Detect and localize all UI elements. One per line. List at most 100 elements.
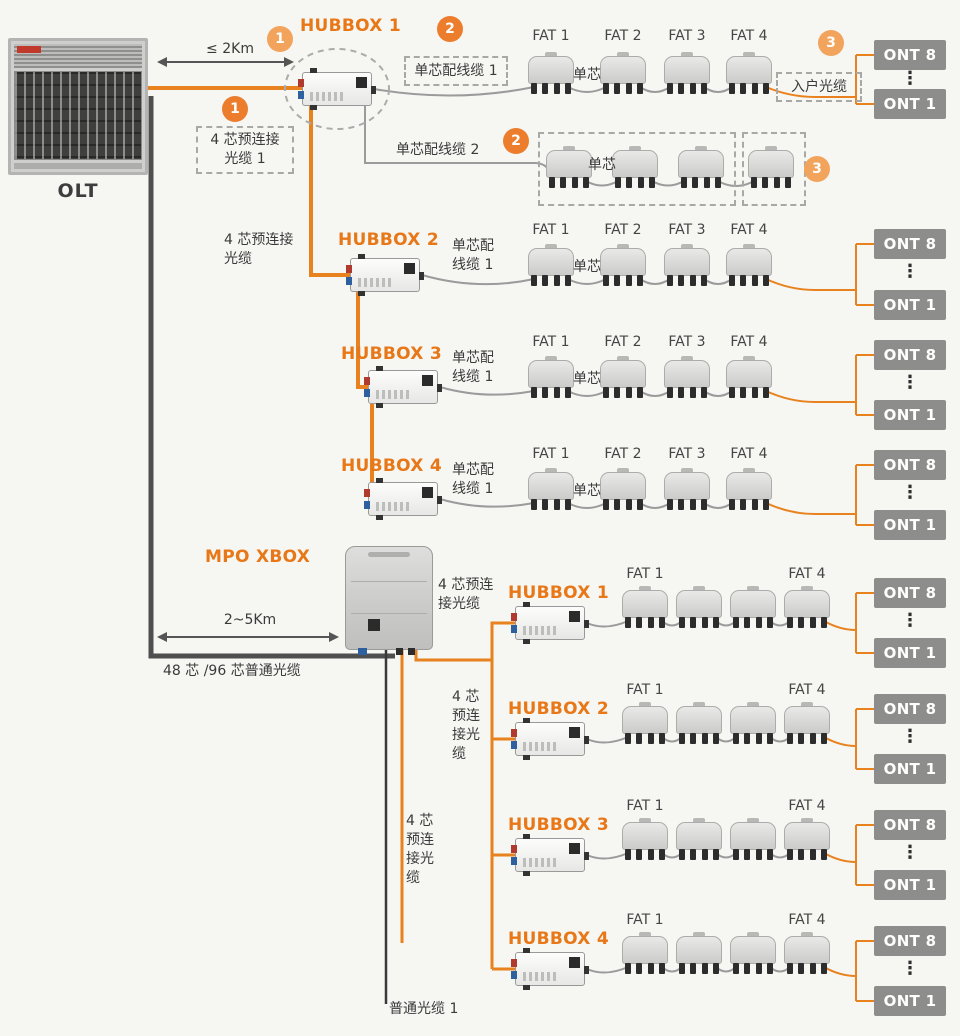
cable2-label: 单芯配线缆 2: [396, 142, 480, 158]
fat-dome: [528, 248, 574, 276]
port-top: [376, 478, 383, 483]
fat-cap: [743, 244, 755, 249]
fat-cap: [681, 52, 693, 57]
fat-dome: [622, 590, 668, 618]
qr-code: [569, 727, 580, 738]
chain-row1: [373, 86, 733, 97]
fat-ports: [729, 499, 769, 510]
ont-box-bottom: ONT 1: [874, 986, 946, 1016]
fat-dome: [664, 56, 710, 84]
fat-dome: [676, 590, 722, 618]
fat-dome: [784, 590, 830, 618]
fat-cap: [563, 146, 575, 151]
fat-cap: [545, 468, 557, 473]
fat-cap: [617, 468, 629, 473]
fat-dome: [664, 360, 710, 388]
ont-bracket-row1: [765, 54, 874, 105]
fat-dome: [528, 56, 574, 84]
fat-cap: [743, 52, 755, 57]
port-bottom: [523, 639, 530, 644]
chain-lower4: [586, 966, 791, 974]
fat-device: [730, 702, 776, 744]
fat-ports: [603, 387, 643, 398]
ont-bracket-lower2: [823, 708, 874, 770]
step-badge-1: 1: [267, 26, 293, 52]
fat-dome: [676, 936, 722, 964]
fat-device: [622, 586, 668, 628]
fat-cap: [681, 468, 693, 473]
ont-bracket-lower4: [823, 940, 874, 1002]
ont-bracket-row3: [765, 354, 874, 416]
ont-box-bottom: ONT 1: [874, 754, 946, 784]
mpo-xbox-title: MPO XBOX: [205, 547, 311, 567]
fat-label: FAT 1: [532, 28, 570, 44]
port-red: [511, 845, 517, 853]
hubbox-title: HUBBOX 4: [341, 456, 443, 476]
fat-device: [664, 52, 710, 94]
port-blue: [346, 277, 352, 285]
fat-ports: [681, 177, 721, 188]
fat-ports: [679, 733, 719, 744]
fat-cap: [693, 586, 705, 591]
fat-cap: [743, 468, 755, 473]
port-red: [364, 377, 370, 385]
fat-device: [600, 52, 646, 94]
fat-label: FAT 1: [532, 446, 570, 462]
ont-bracket-lower3: [823, 824, 874, 886]
fat-ports: [625, 617, 665, 628]
xbox-seam: [351, 613, 427, 614]
ont-ellipsis: ⋮: [901, 841, 919, 863]
fat-ports: [729, 83, 769, 94]
port-right: [584, 852, 589, 860]
fat-dome: [726, 360, 772, 388]
port-dark: [396, 648, 403, 655]
fat-device: [726, 356, 772, 398]
port-top: [358, 254, 365, 259]
fat-device: [546, 146, 592, 188]
hubbox-title: HUBBOX 4: [508, 929, 610, 949]
port-right: [419, 272, 424, 280]
port-slots: [523, 742, 559, 751]
fat-label: FAT 3: [668, 28, 706, 44]
fat-dome: [664, 248, 710, 276]
fat-ports: [679, 617, 719, 628]
fat-label: FAT 3: [668, 334, 706, 350]
ont-box-top: ONT 8: [874, 340, 946, 370]
fat-cap: [639, 818, 651, 823]
ont-box-top: ONT 8: [874, 229, 946, 259]
fat-device: [622, 932, 668, 974]
olt-brand-tag: [17, 46, 41, 53]
fat-dome: [730, 822, 776, 850]
fat-label: FAT 2: [604, 446, 642, 462]
ont-box-bottom: ONT 1: [874, 89, 946, 119]
port-blue: [298, 91, 304, 99]
fat-ports: [667, 83, 707, 94]
xbox-seam: [351, 581, 427, 582]
qr-code: [569, 957, 580, 968]
drop-cable-label-box: 入户光缆: [776, 72, 862, 102]
fat-ports: [787, 849, 827, 860]
fat-device: [528, 356, 574, 398]
fat-cap: [617, 244, 629, 249]
fat-ports: [729, 387, 769, 398]
fat-ports: [603, 83, 643, 94]
fat-device: [676, 932, 722, 974]
fat-dome: [622, 822, 668, 850]
fat-label: FAT 4: [788, 912, 826, 928]
fat-cap: [801, 586, 813, 591]
fat-device: [612, 146, 658, 188]
fat-label: FAT 3: [668, 222, 706, 238]
fat-ports: [667, 387, 707, 398]
fat-label: FAT 1: [626, 912, 664, 928]
ont-box-bottom: ONT 1: [874, 510, 946, 540]
core-type-label: 单芯: [573, 259, 601, 275]
port-top: [310, 68, 317, 73]
distance-label-2-5km: 2~5Km: [223, 612, 277, 628]
port-red: [298, 79, 304, 87]
cable1-label-box: 单芯配线缆 1: [404, 56, 508, 86]
ont-ellipsis: ⋮: [901, 725, 919, 747]
fat-label: FAT 4: [730, 28, 768, 44]
port-blue: [511, 857, 517, 865]
fat-ports: [733, 963, 773, 974]
